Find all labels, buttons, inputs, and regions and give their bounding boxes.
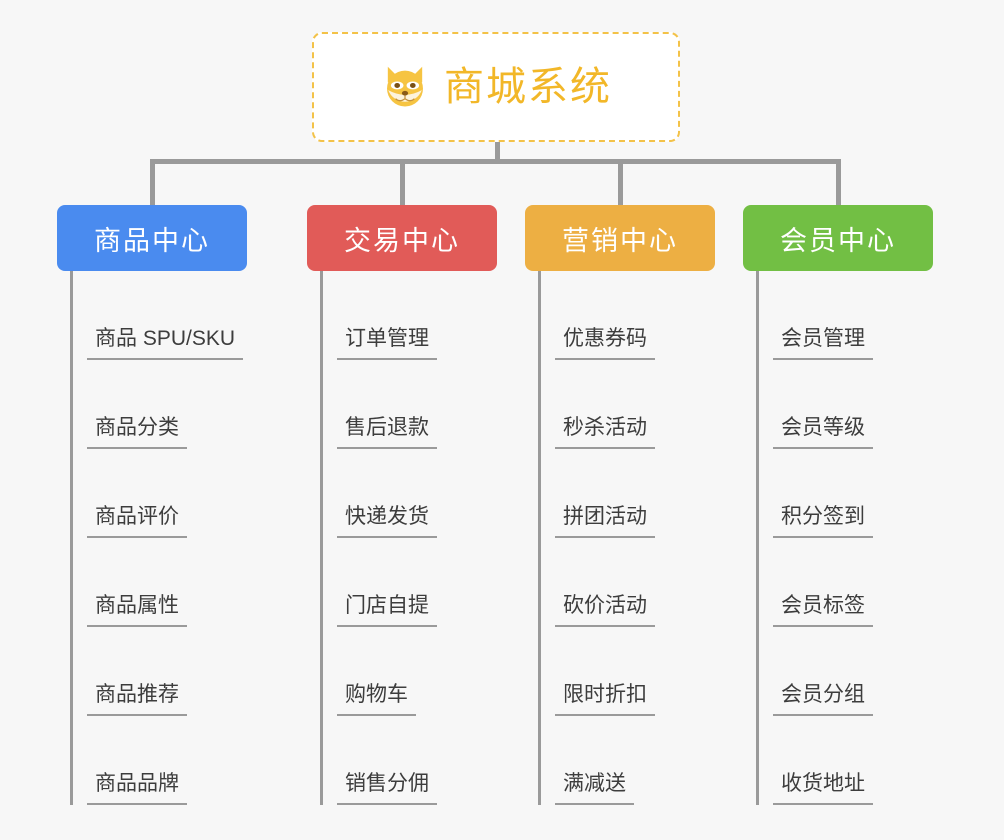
item-label: 会员标签 (773, 595, 873, 627)
list-item[interactable]: 订单管理 (323, 271, 497, 360)
branch-column-2: 交易中心 订单管理 售后退款 快递发货 门店自提 购物车 销售分佣 (307, 205, 497, 805)
list-item[interactable]: 会员管理 (759, 271, 933, 360)
item-label: 商品推荐 (87, 684, 187, 716)
item-label: 秒杀活动 (555, 417, 655, 449)
item-label: 收货地址 (773, 773, 873, 805)
list-item[interactable]: 优惠券码 (541, 271, 715, 360)
root-node[interactable]: 商城系统 (312, 32, 680, 142)
list-item[interactable]: 秒杀活动 (541, 360, 715, 449)
connector-drop-1 (150, 159, 155, 207)
branch-items-3: 优惠券码 秒杀活动 拼团活动 砍价活动 限时折扣 满减送 (538, 271, 715, 805)
connector-drop-4 (836, 159, 841, 207)
list-item[interactable]: 商品品牌 (73, 716, 247, 805)
list-item[interactable]: 会员等级 (759, 360, 933, 449)
list-item[interactable]: 快递发货 (323, 449, 497, 538)
list-item[interactable]: 商品推荐 (73, 627, 247, 716)
branch-header-label-1: 商品中心 (94, 225, 210, 256)
item-label: 会员分组 (773, 684, 873, 716)
branch-header-label-2: 交易中心 (344, 225, 460, 256)
item-label: 订单管理 (337, 328, 437, 360)
connector-drop-2 (400, 159, 405, 207)
root-title: 商城系统 (444, 65, 612, 109)
item-label: 售后退款 (337, 417, 437, 449)
item-label: 满减送 (555, 773, 634, 805)
branch-header-3[interactable]: 营销中心 (525, 205, 715, 271)
item-label: 会员管理 (773, 328, 873, 360)
item-label: 商品 SPU/SKU (87, 328, 244, 360)
list-item[interactable]: 购物车 (323, 627, 497, 716)
connector-stem (495, 142, 500, 164)
list-item[interactable]: 商品 SPU/SKU (73, 271, 247, 360)
branch-column-1: 商品中心 商品 SPU/SKU 商品分类 商品评价 商品属性 商品推荐 商品品牌 (57, 205, 247, 805)
branch-header-label-3: 营销中心 (562, 225, 678, 256)
item-label: 限时折扣 (555, 684, 655, 716)
item-label: 积分签到 (773, 506, 873, 538)
item-label: 销售分佣 (337, 773, 437, 805)
branch-items-1: 商品 SPU/SKU 商品分类 商品评价 商品属性 商品推荐 商品品牌 (70, 271, 247, 805)
list-item[interactable]: 会员标签 (759, 538, 933, 627)
branch-column-4: 会员中心 会员管理 会员等级 积分签到 会员标签 会员分组 收货地址 (743, 205, 933, 805)
branch-header-label-4: 会员中心 (780, 225, 896, 256)
item-label: 砍价活动 (555, 595, 655, 627)
list-item[interactable]: 售后退款 (323, 360, 497, 449)
list-item[interactable]: 拼团活动 (541, 449, 715, 538)
item-label: 门店自提 (337, 595, 437, 627)
list-item[interactable]: 满减送 (541, 716, 715, 805)
item-label: 商品评价 (87, 506, 187, 538)
item-label: 优惠券码 (555, 328, 655, 360)
branch-items-4: 会员管理 会员等级 积分签到 会员标签 会员分组 收货地址 (756, 271, 933, 805)
list-item[interactable]: 销售分佣 (323, 716, 497, 805)
item-label: 购物车 (337, 684, 416, 716)
item-label: 商品分类 (87, 417, 187, 449)
item-label: 商品品牌 (87, 773, 187, 805)
list-item[interactable]: 会员分组 (759, 627, 933, 716)
list-item[interactable]: 商品评价 (73, 449, 247, 538)
item-label: 会员等级 (773, 417, 873, 449)
branch-items-2: 订单管理 售后退款 快递发货 门店自提 购物车 销售分佣 (320, 271, 497, 805)
branch-column-3: 营销中心 优惠券码 秒杀活动 拼团活动 砍价活动 限时折扣 满减送 (525, 205, 715, 805)
list-item[interactable]: 商品分类 (73, 360, 247, 449)
list-item[interactable]: 门店自提 (323, 538, 497, 627)
item-label: 拼团活动 (555, 506, 655, 538)
list-item[interactable]: 积分签到 (759, 449, 933, 538)
item-label: 快递发货 (337, 506, 437, 538)
shiba-dog-face-icon (387, 66, 423, 110)
list-item[interactable]: 收货地址 (759, 716, 933, 805)
connector-horizontal-bus (150, 159, 840, 164)
list-item[interactable]: 限时折扣 (541, 627, 715, 716)
list-item[interactable]: 商品属性 (73, 538, 247, 627)
branch-header-2[interactable]: 交易中心 (307, 205, 497, 271)
list-item[interactable]: 砍价活动 (541, 538, 715, 627)
branch-header-1[interactable]: 商品中心 (57, 205, 247, 271)
connector-drop-3 (618, 159, 623, 207)
branch-header-4[interactable]: 会员中心 (743, 205, 933, 271)
item-label: 商品属性 (87, 595, 187, 627)
